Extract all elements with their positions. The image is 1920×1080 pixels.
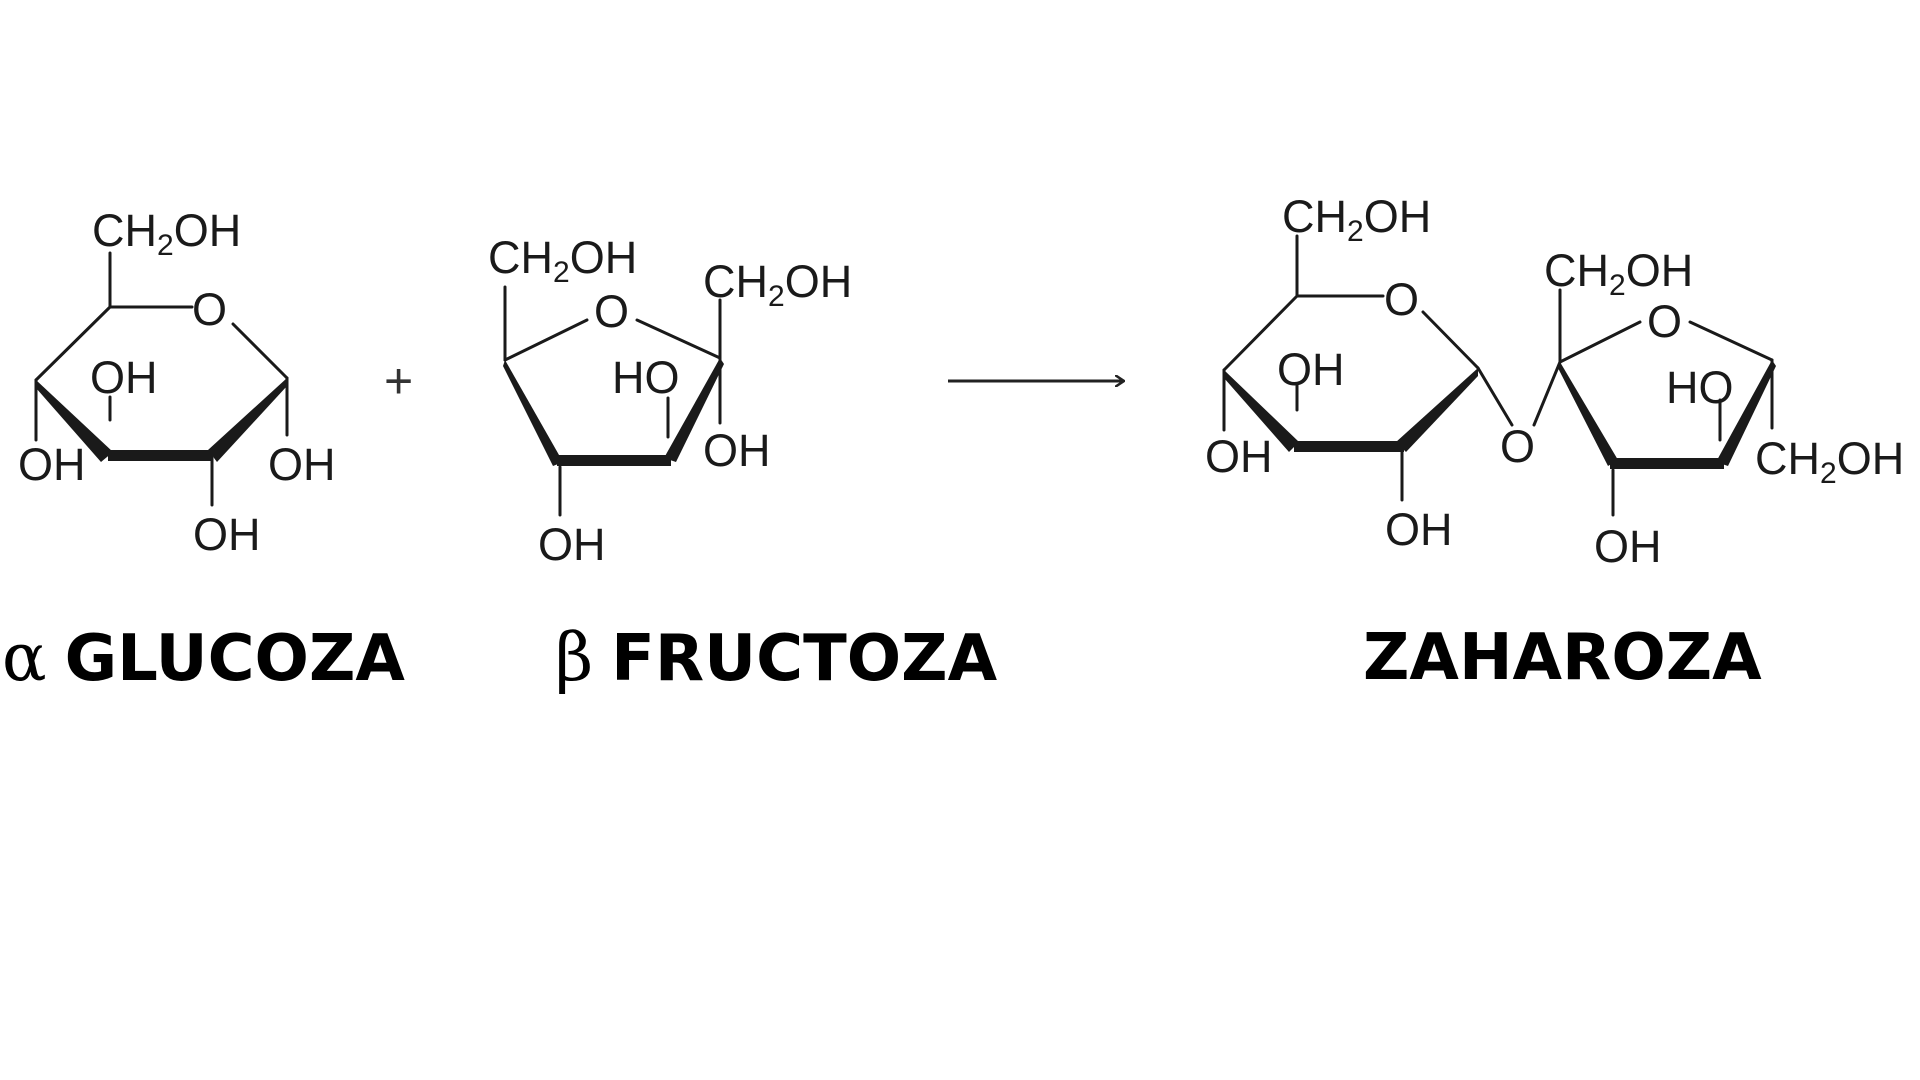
sucrose-fru-ring-oxygen: O (1647, 296, 1682, 347)
sucrose-bridge-oxygen: O (1500, 421, 1535, 472)
fructose-oh-right: OH (703, 425, 771, 476)
fructose-name: FRUCTOZA (611, 622, 998, 696)
fructose-ch2oh-left-label: CH2OH (488, 232, 637, 289)
sucrose-fru-oh-bottom: OH (1594, 521, 1662, 572)
plus-sign: + (384, 353, 413, 409)
sucrose-fru-ch2oh-top-label: CH2OH (1544, 245, 1693, 302)
fructose-structure: O CH2OH CH2OH HO OH OH (488, 232, 852, 570)
alpha-symbol: α (2, 619, 47, 696)
sucrose-caption: ZAHAROZA (1363, 618, 1762, 698)
sucrose-glc-ring-oxygen: O (1384, 274, 1419, 325)
glucose-ring-oxygen: O (192, 284, 227, 335)
sucrose-fru-ch2oh-right-label: CH2OH (1755, 433, 1904, 490)
fructose-ring-oxygen: O (594, 286, 629, 337)
glucose-ch2oh-label: CH2OH (92, 205, 241, 262)
sucrose-fru-ho-inner: HO (1666, 362, 1734, 413)
sucrose-structure: CH2OH O OH OH OH O CH2OH O HO CH2OH OH (1205, 191, 1904, 572)
fructose-ho-inner: HO (612, 352, 680, 403)
sucrose-glc-oh-left: OH (1205, 431, 1273, 482)
beta-symbol: β (555, 619, 594, 696)
glucose-oh-inner: OH (90, 352, 158, 403)
glucose-name: GLUCOZA (64, 622, 405, 696)
sucrose-glc-oh-bottom: OH (1385, 504, 1453, 555)
fructose-oh-bottom: OH (538, 519, 606, 570)
fructose-ch2oh-right-label: CH2OH (703, 256, 852, 313)
glucose-structure: O CH2OH OH OH OH OH (18, 205, 336, 560)
sucrose-name: ZAHAROZA (1363, 621, 1762, 695)
sucrose-glc-ch2oh-label: CH2OH (1282, 191, 1431, 248)
sucrose-glc-oh-inner: OH (1277, 344, 1345, 395)
glucose-oh-bottom: OH (193, 509, 261, 560)
glucose-oh-left: OH (18, 439, 86, 490)
glucose-oh-right: OH (268, 439, 336, 490)
